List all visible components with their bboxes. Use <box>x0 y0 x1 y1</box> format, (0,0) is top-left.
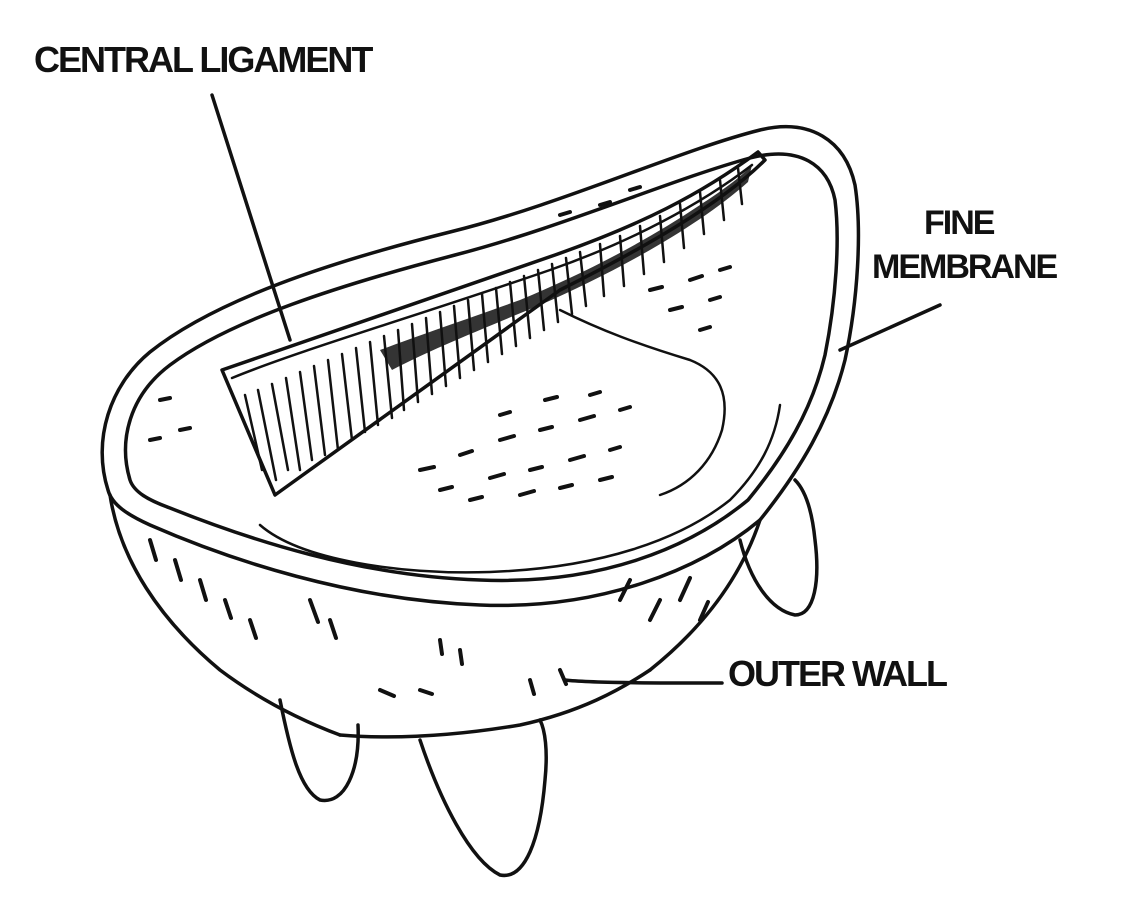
central-ligament-label: CENTRAL LIGAMENT <box>34 39 373 80</box>
leg-right <box>738 478 819 617</box>
membrane-patch <box>558 308 726 497</box>
outer-rim <box>100 125 861 608</box>
fine-membrane-leader <box>838 303 942 352</box>
fine-membrane-label-line2: MEMBRANE <box>872 248 1058 286</box>
outer-wall-left <box>108 493 342 737</box>
leg-left <box>278 698 360 803</box>
outer-wall-leader <box>563 678 724 685</box>
fine-membrane-label-line1: FINE <box>924 204 995 242</box>
fine-membrane-label: FINE MEMBRANE <box>872 204 1058 286</box>
bowl-floor-edge <box>258 403 782 574</box>
floor-texture <box>148 185 732 502</box>
central-ligament-leader <box>210 93 292 342</box>
leg-front <box>418 718 548 878</box>
ligament-dark-fill <box>380 165 752 370</box>
outer-wall-label: OUTER WALL <box>728 653 948 694</box>
outer-wall-front <box>338 668 652 739</box>
inner-rim <box>123 152 839 583</box>
outer-wall-right <box>648 518 762 672</box>
